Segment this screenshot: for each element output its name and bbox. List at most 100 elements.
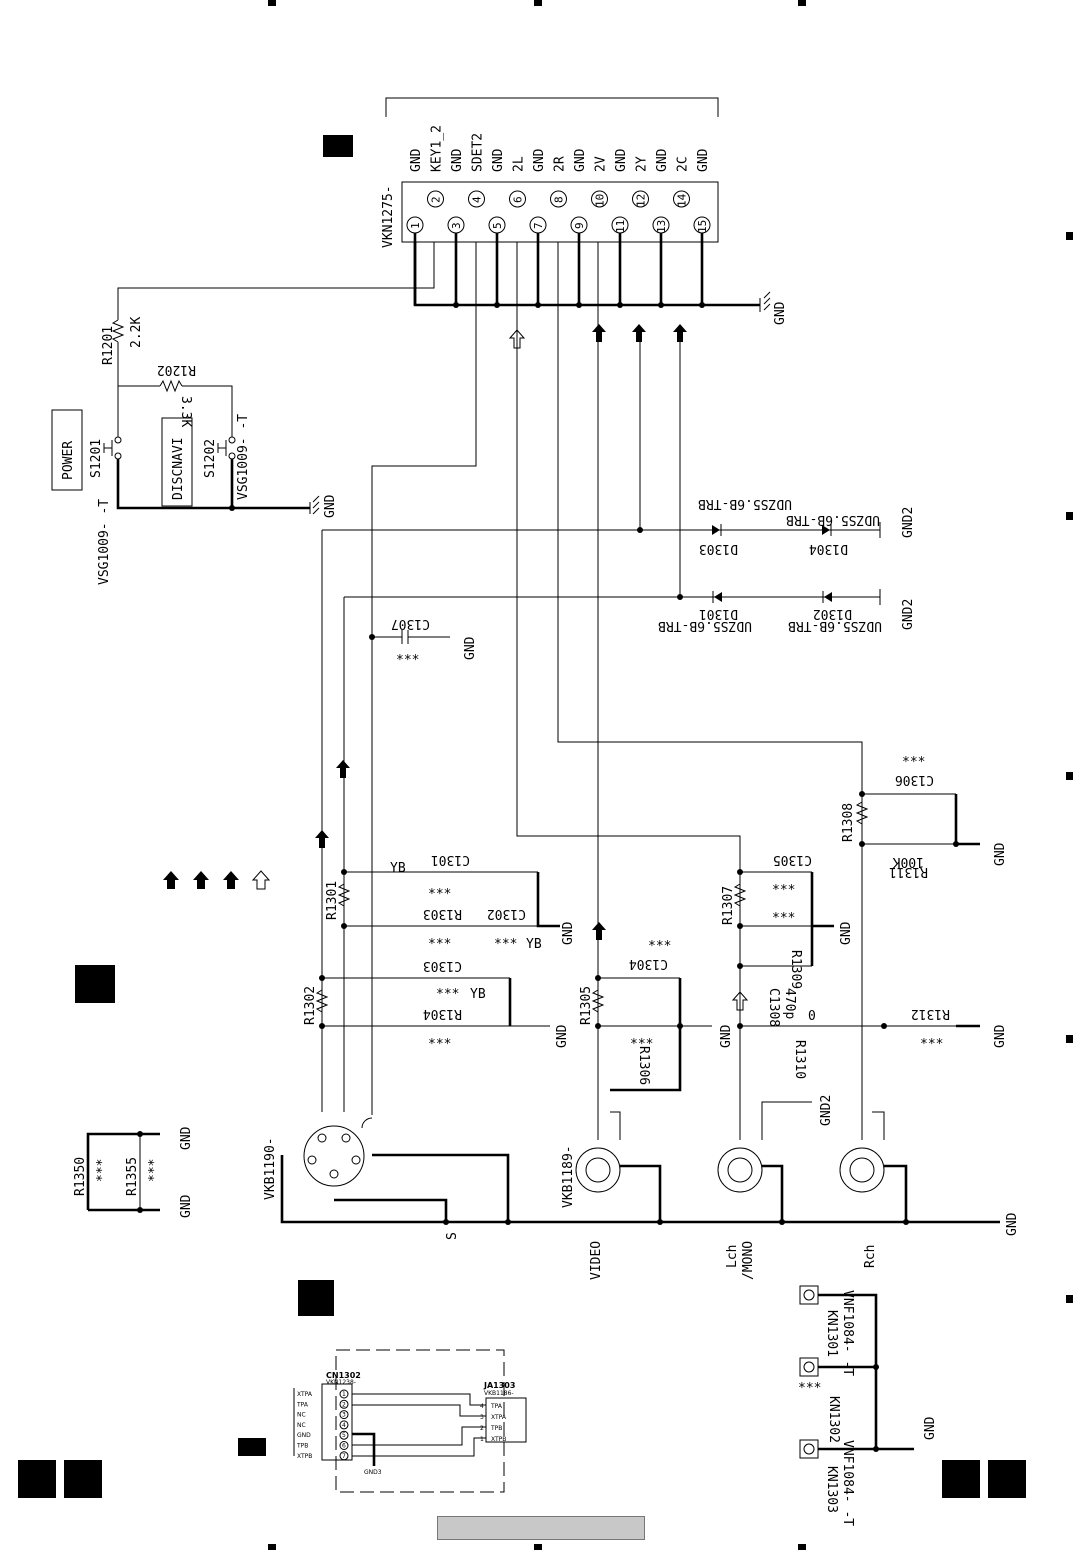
- main-signal-13: GND: [655, 148, 670, 172]
- c1301-label: C1301: [431, 852, 470, 867]
- c1303-label: C1303: [423, 958, 462, 973]
- gnd2-label-top: GND2: [901, 507, 916, 538]
- main-signal-2: KEY1_2: [430, 125, 445, 172]
- c1301-unmounted: ***: [428, 887, 451, 902]
- r1312-label: R1312: [911, 1006, 950, 1021]
- lch-network: R1307 C1305 R1309 C1308 470p R1310 R1312…: [721, 852, 1008, 1079]
- cn1302-pin-name-7: XTPB: [297, 1453, 312, 1460]
- kn1302-unmounted: ***: [798, 1381, 821, 1396]
- gnd-label-chassis: GND: [1005, 1212, 1020, 1236]
- video-network: R1305 C1304 R1306 *** *** GND: [579, 939, 734, 1092]
- s-video-jack: VKB1190- S: [263, 1117, 1000, 1240]
- r1350-unmounted: ***: [95, 1159, 110, 1182]
- r1305-label: R1305: [579, 986, 594, 1025]
- ja1303-ref: JA1303: [483, 1381, 515, 1390]
- main-connector-wiring: [413, 233, 705, 308]
- gnd2-label-lch: GND2: [819, 1095, 834, 1126]
- gnd-label-r1350-top: GND: [179, 1126, 194, 1150]
- signal-arrows: [163, 324, 749, 1011]
- main-pin-num-2: 2: [430, 196, 443, 203]
- r1201-value: 2.2K: [129, 317, 144, 348]
- main-pin-num-13: 13: [655, 220, 668, 233]
- c1307: C1307 *** GND: [369, 616, 478, 668]
- main-pin-num-1: 1: [409, 222, 422, 229]
- c1306-label: C1306: [895, 772, 934, 787]
- ref-box-f: [64, 1460, 102, 1498]
- rch-label: Rch: [863, 1245, 878, 1268]
- gnd-label-r1350-bot: GND: [179, 1194, 194, 1218]
- main-pin-num-9: 9: [573, 222, 586, 229]
- cn1302-pin-name-1: XTPA: [297, 1391, 313, 1398]
- main-signal-9: GND: [573, 148, 588, 172]
- d1304-part: UDZS5.6B-TRB: [786, 512, 880, 527]
- c1306-unmounted: ***: [902, 755, 925, 770]
- kn1303-part: VNF1084- -T: [840, 1440, 855, 1526]
- c1301-yb: YB: [390, 861, 406, 876]
- r1201-label: R1201: [101, 326, 116, 365]
- cn1302-pin-3: [339, 1410, 349, 1420]
- cn1302-pin-num-5: 5: [342, 1432, 346, 1439]
- switch-s1201: S1201: [89, 436, 122, 478]
- main-signal-12: 2Y: [635, 156, 650, 172]
- s-video-network: R1301 R1302 C1301 C1302 R1303 C1303 R130…: [303, 852, 576, 1052]
- cn1302-pin-6: [339, 1441, 349, 1450]
- cn1302-pin-num-7: 7: [342, 1453, 346, 1460]
- main-pin-num-5: 5: [491, 222, 504, 229]
- ref-box-c: [298, 1280, 334, 1316]
- power-label: POWER: [61, 441, 76, 480]
- main-signal-8: 2R: [553, 156, 568, 172]
- c1308-value: 470p: [782, 988, 797, 1019]
- r1311-label: R1311: [889, 864, 928, 879]
- kn1302-label: KN1302: [826, 1396, 841, 1443]
- r1311-value: 100K: [893, 854, 924, 869]
- gnd-label-rch: GND: [993, 842, 1008, 866]
- main-pin-2: [427, 190, 444, 208]
- c1302-unmounted: ***: [494, 937, 517, 952]
- gnd-label-snet-b: GND: [555, 1024, 570, 1048]
- ref-box-g: [942, 1460, 980, 1498]
- main-signal-4: SDET2: [471, 133, 486, 172]
- page-footer-bar: [437, 1516, 645, 1540]
- d1302-part: UDZS5.6B-TRB: [788, 618, 882, 633]
- main-signal-15: GND: [696, 148, 711, 172]
- c1303-yb: YB: [470, 987, 486, 1002]
- r1302-label: R1302: [303, 986, 318, 1025]
- ja1303-pin-name-1: TPA: [490, 1403, 503, 1410]
- main-pin-8: [550, 190, 567, 208]
- main-pin-4: [468, 190, 485, 208]
- ieee1394-board: CN1302 VKN1238- JA1303 VKB1186- 1XTPA2TP…: [293, 1349, 527, 1493]
- main-connector-ref: VKN1275-: [381, 185, 396, 248]
- vsg-right-label: VSG1009- -T: [236, 414, 251, 500]
- r1301-label: R1301: [325, 881, 340, 920]
- main-signal-11: GND: [614, 148, 629, 172]
- r1304-unmounted: ***: [428, 1037, 451, 1052]
- main-signal-5: GND: [491, 148, 506, 172]
- rch-network: R1308 C1306 *** R1311 100K GND: [841, 755, 1008, 879]
- main-pin-num-8: 8: [553, 196, 566, 203]
- r1306-label: R1306: [636, 1046, 651, 1085]
- r1309-unmounted: ***: [772, 911, 795, 926]
- main-pin-num-11: 11: [614, 220, 627, 233]
- s-jack-resistors: R1350 R1355 *** *** GND GND: [73, 1126, 194, 1218]
- cn1302-pin-name-6: TPB: [296, 1443, 308, 1450]
- cn1302-pin-2: [339, 1399, 349, 1409]
- r1303-unmounted: ***: [428, 937, 451, 952]
- main-pin-num-15: 15: [696, 220, 709, 233]
- d1303-label: D1303: [699, 541, 738, 556]
- cn1302-pin-num-4: 4: [342, 1422, 346, 1429]
- cn1302-pin-name-3: NC: [297, 1412, 306, 1419]
- r1310-label: R1310: [792, 1040, 807, 1079]
- gnd-label-video: GND: [719, 1024, 734, 1048]
- ja1303-pin-num-2: 3: [480, 1414, 484, 1421]
- ja1303-part: VKB1186-: [484, 1390, 514, 1397]
- r1350-label: R1350: [73, 1157, 88, 1196]
- cn1302-pin-4: [339, 1420, 349, 1430]
- rca-jacks: VKB1189- VIDEO Lch /MONO Rch GND2 GND: [443, 1095, 1020, 1280]
- kn1303-label: KN1303: [824, 1466, 839, 1513]
- main-pin-12: [632, 190, 649, 208]
- d1301-label: D1301: [699, 606, 738, 621]
